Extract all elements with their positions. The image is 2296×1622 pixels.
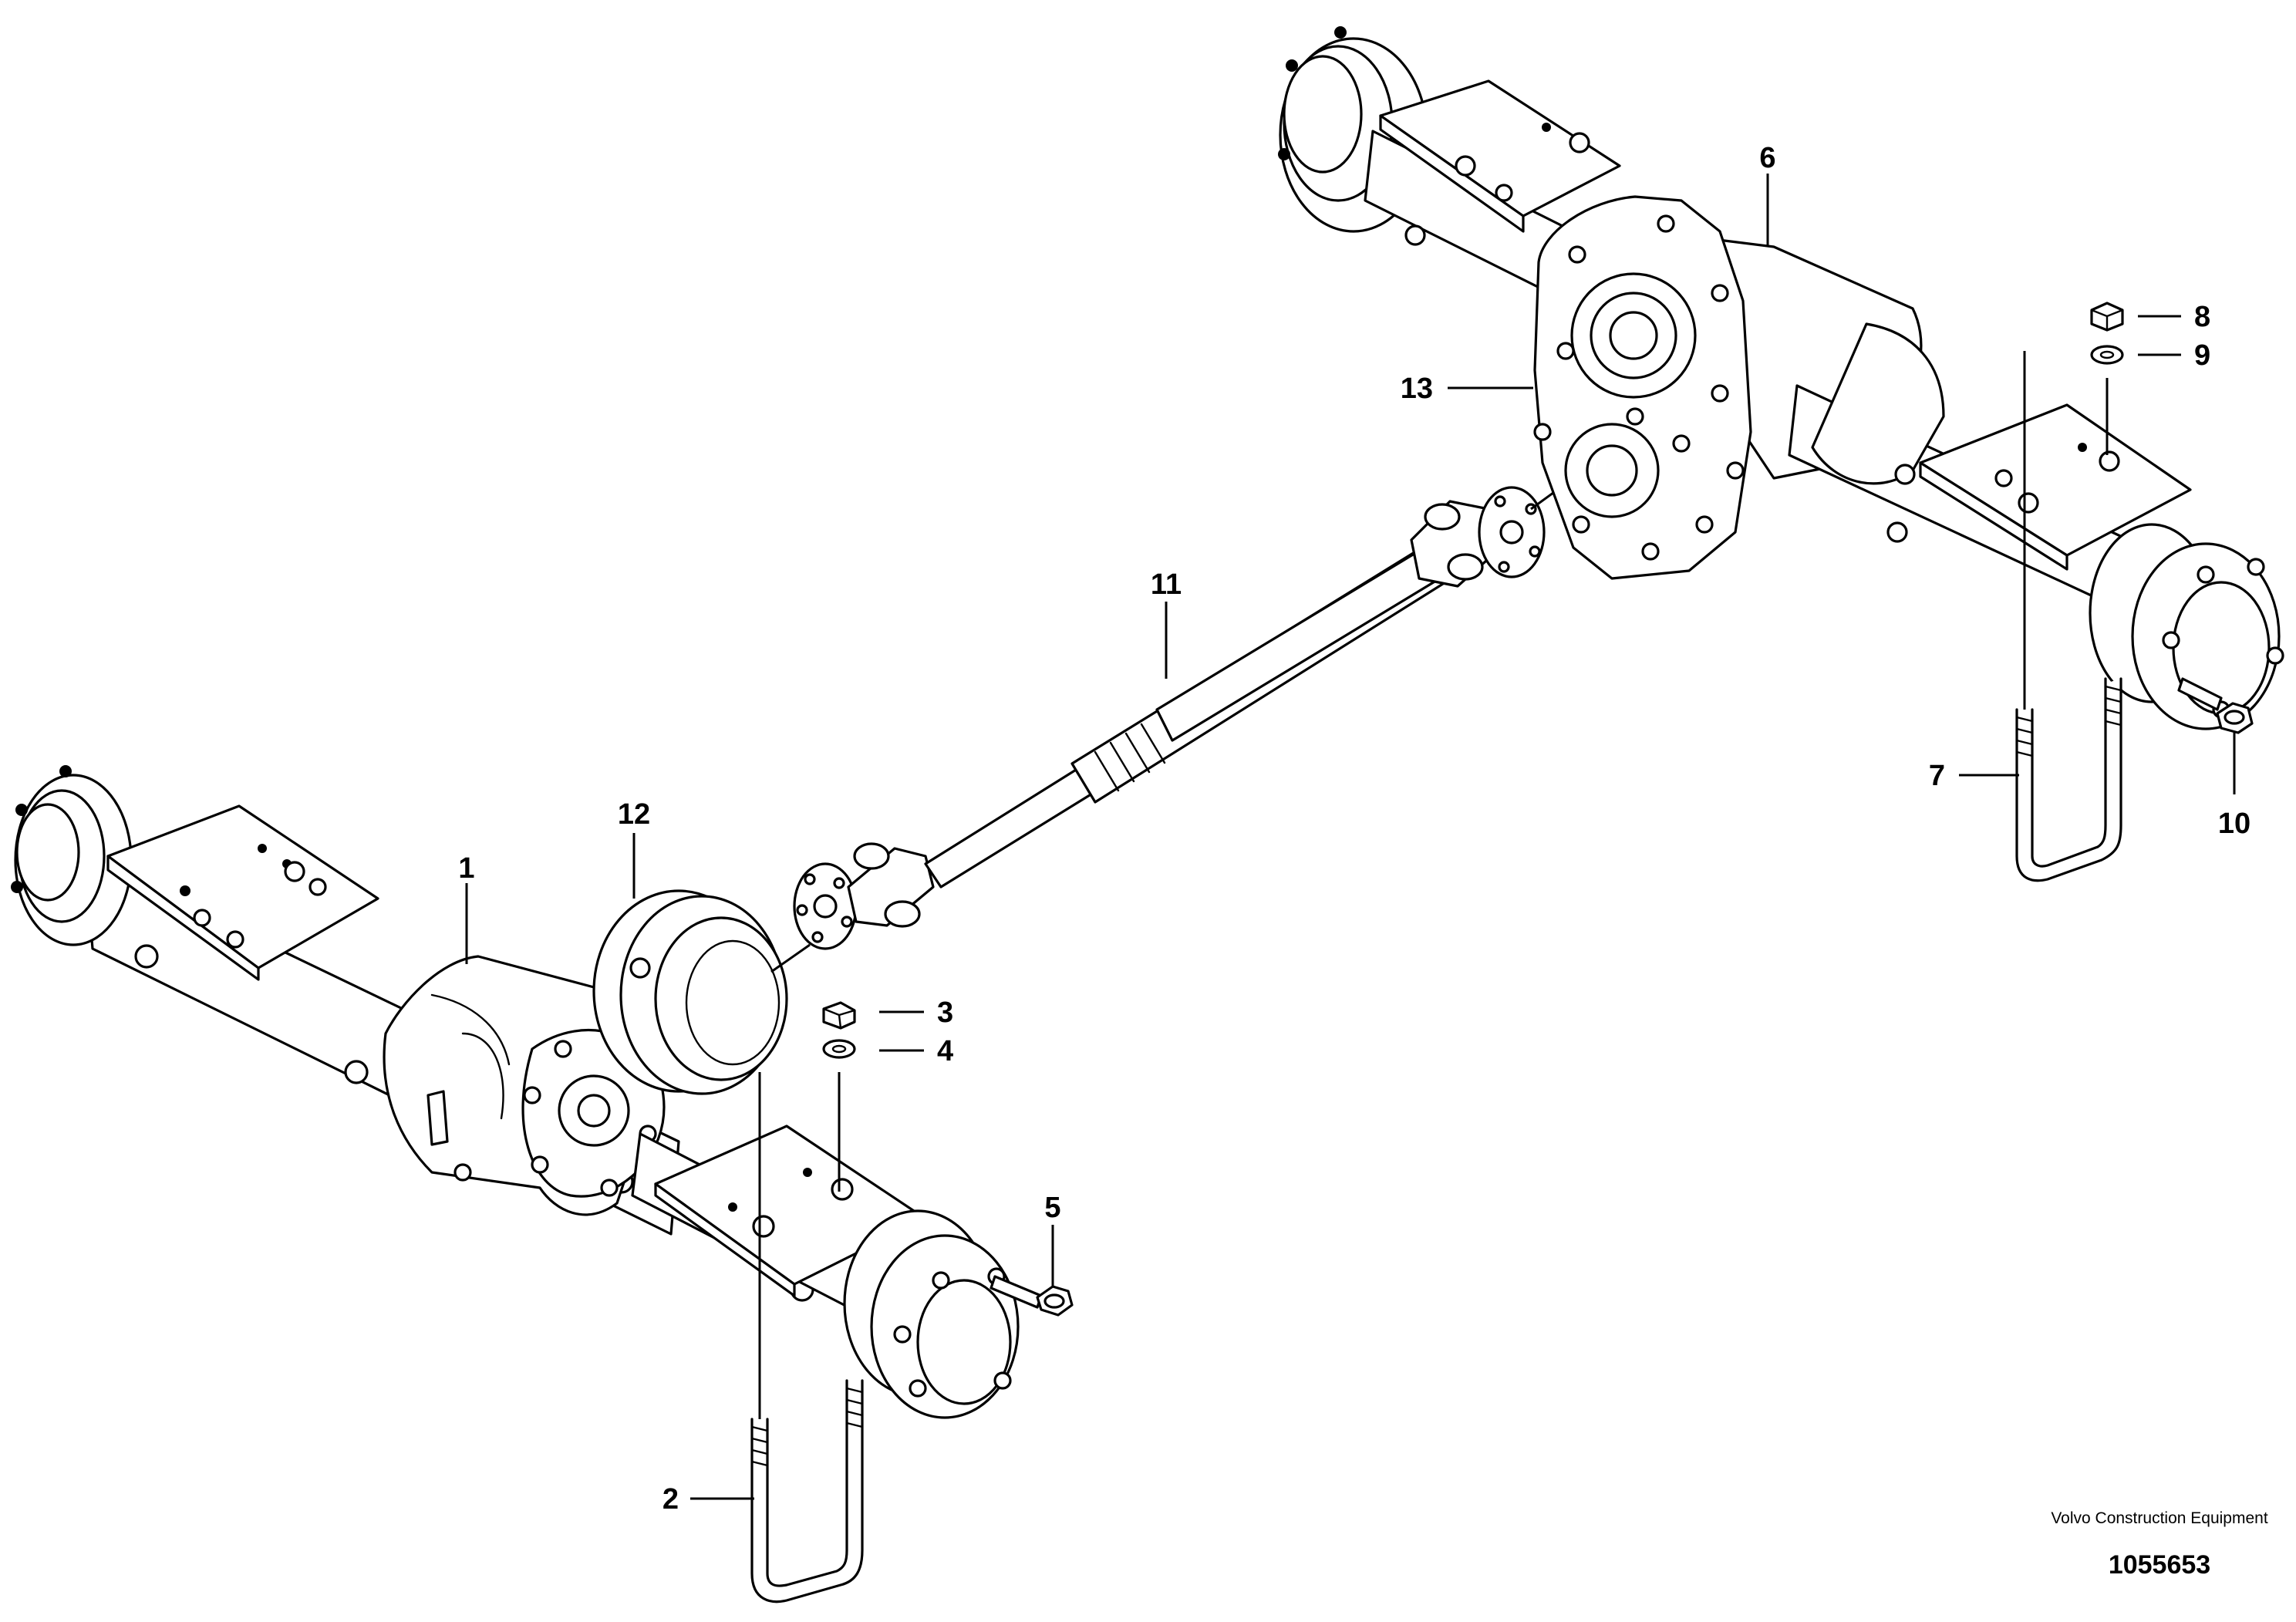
callout-6: 6: [1759, 142, 1775, 174]
rear-axle: [1278, 26, 2284, 730]
transfer-gearbox: [1533, 195, 1752, 580]
wheel-nut: [1036, 1285, 1074, 1317]
callout-10: 10: [2218, 808, 2250, 840]
credit-company: Volvo Construction Equipment: [2051, 1509, 2268, 1527]
callout-1: 1: [458, 852, 474, 885]
drawing-number: 1055653: [2108, 1550, 2211, 1580]
rear-washer: [2090, 345, 2124, 455]
rear-wheel-nut: [2216, 702, 2254, 734]
callout-3: 3: [937, 996, 953, 1029]
callout-7: 7: [1929, 760, 1945, 792]
rear-nut: [2090, 302, 2124, 332]
callout-12: 12: [618, 798, 650, 831]
front-nut: [822, 1001, 856, 1030]
callout-13: 13: [1401, 373, 1433, 405]
propeller-shaft: [770, 477, 1574, 973]
front-washer: [822, 1039, 856, 1192]
callout-2: 2: [663, 1483, 679, 1516]
front-brake-drum: [592, 889, 788, 1095]
callout-numbers: 1 2 3 4 5 6 7 8 9 10 11 12 13: [458, 142, 2250, 1516]
front-u-bolt: [750, 1072, 864, 1603]
callout-8: 8: [2194, 301, 2210, 333]
callout-9: 9: [2194, 339, 2210, 372]
callout-leaders: [465, 174, 2236, 1500]
rear-u-bolt: [2015, 351, 2122, 882]
callout-4: 4: [937, 1035, 953, 1067]
callout-11: 11: [1151, 568, 1182, 601]
callout-5: 5: [1044, 1192, 1060, 1224]
